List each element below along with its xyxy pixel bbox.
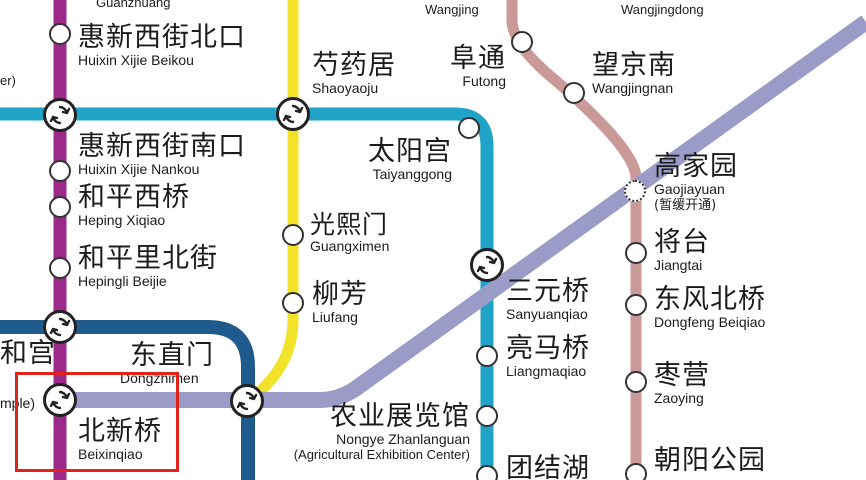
station-sanyuanqiao[interactable]: 三元桥 Sanyuanqiao [506,278,590,321]
station-marker[interactable] [49,23,71,45]
station-note: (Agricultural Exhibition Center) [293,447,470,462]
station-name-cn: 望京南 [592,50,676,81]
station-marker[interactable] [625,294,647,316]
station-marker-planned[interactable] [624,180,646,202]
transfer-icon[interactable] [470,248,504,282]
station-name-cn: 北新桥 [78,416,162,447]
station-hepingxiqiao[interactable]: 和平西桥 Heping Xiqiao [78,184,190,227]
station-marker[interactable] [625,371,647,393]
station-name-py: Huixin Xijie Nankou [78,161,200,177]
station-name-py: Huixin Xijie Beikou [78,52,194,68]
station-name-py: Zaoying [654,390,704,406]
station-yonghegong[interactable]: 和宫 [0,340,56,367]
station-shaoyaoju[interactable]: 芍药居 Shaoyaoju [312,52,396,95]
station-guangximen[interactable]: 光熙门 Guangximen [310,212,389,253]
station-marker[interactable] [563,82,585,104]
station-marker[interactable] [282,224,304,246]
station-label-wangjing: Wangjing [425,2,479,17]
station-name-cn: 惠新西街北口 [78,22,246,53]
station-jiangtai[interactable]: 将台 Jiangtai [654,229,710,272]
station-name-cn: 农业展览馆 [330,401,470,432]
station-hepinglibeijie[interactable]: 和平里北街 Hepingli Beijie [78,245,218,288]
station-name-cn: 芍药居 [312,50,396,81]
station-gaojiayuan[interactable]: 高家园 Gaojiayuan (暂缓开通) [654,153,738,212]
station-huixinxijie-beikou[interactable]: 惠新西街北口 Huixin Xijie Beikou [78,24,246,67]
station-huixinxijie-nankou[interactable]: 惠新西街南口 Huixin Xijie Nankou [78,133,246,176]
station-name-py: Shaoyaoju [312,80,379,96]
station-wangjingnan[interactable]: 望京南 Wangjingnan [592,52,676,95]
station-name-cn: 和平里北街 [78,243,218,274]
station-marker[interactable] [49,257,71,279]
station-marker[interactable] [476,405,498,427]
station-name-cn: 东风北桥 [654,284,766,315]
station-name-cn: 三元桥 [506,276,590,307]
station-name-cn: 东直门 [130,340,214,371]
station-zaoying[interactable]: 枣营 Zaoying [654,362,710,405]
station-name-py: Wangjingnan [592,80,674,96]
station-dongfengbeiqiao[interactable]: 东风北桥 Dongfeng Beiqiao [654,286,766,329]
line-13 [255,0,299,397]
station-name-py: Taiyanggong [372,166,452,182]
station-name-cn: 枣营 [654,360,710,391]
station-name-cn: 阜通 [450,43,506,74]
station-marker[interactable] [49,160,71,182]
highlight-box [15,372,179,472]
edge-label-left: er) [0,73,16,88]
station-name-py: Jiangtai [654,257,703,273]
station-name-py: Dongfeng Beiqiao [654,314,766,330]
station-name-cn: 高家园 [654,151,738,182]
station-chaoyanggongyuan[interactable]: 朝阳公园 [654,447,766,474]
station-name-cn: 惠新西街南口 [78,131,246,162]
transfer-icon[interactable] [43,310,77,344]
station-name-py: Heping Xiqiao [78,212,166,228]
station-futong[interactable]: 阜通 Futong [442,45,506,88]
station-name-cn: 将台 [654,227,710,258]
station-nongyezhanlanguan[interactable]: 农业展览馆 Nongye Zhanlanguan (Agricultural E… [290,403,470,461]
station-name-py: Liangmaqiao [506,363,587,379]
station-marker[interactable] [476,465,498,480]
station-name-cn: 光熙门 [310,210,389,239]
station-name-cn: 和平西桥 [78,182,190,213]
station-name-py: Hepingli Beijie [78,273,167,289]
station-name-py: Beixinqiao [78,446,143,462]
transfer-icon[interactable] [43,383,77,417]
station-marker[interactable] [476,345,498,367]
station-name-cn: 和宫 [0,338,56,369]
line-10 [0,107,494,480]
station-name-py: Futong [462,73,506,89]
station-note: (暂缓开通) [654,198,717,213]
station-beixinqiao[interactable]: 北新桥 Beixinqiao [78,418,162,461]
line-2 [0,320,255,480]
station-label-guanzhuang: Guanzhuang [96,0,171,10]
station-marker[interactable] [458,117,480,139]
station-name-cn: 团结湖 [506,453,590,480]
station-name-cn: 亮马桥 [506,333,590,364]
station-tuanjiehu[interactable]: 团结湖 [506,455,590,480]
station-marker[interactable] [625,463,647,480]
station-name-cn: 太阳宫 [368,136,452,167]
station-liufang[interactable]: 柳芳 Liufang [312,281,368,324]
station-marker[interactable] [625,242,647,264]
station-name-py: Gaojiayuan [654,181,725,197]
transfer-icon[interactable] [276,97,310,131]
station-marker[interactable] [49,196,71,218]
line-airport-express [60,15,866,408]
station-name-py: Liufang [312,309,358,325]
transfer-icon[interactable] [43,98,77,132]
station-name-cn: 朝阳公园 [654,445,766,476]
station-name-cn: 柳芳 [312,279,368,310]
transfer-icon[interactable] [230,384,264,418]
station-name-py: Guangximen [310,238,390,254]
station-name-py: Nongye Zhanlanguan [336,431,470,447]
station-taiyanggong[interactable]: 太阳宫 Taiyanggong [350,138,452,181]
station-label-wangjingdong: Wangjingdong [621,2,704,17]
station-name-py: Sanyuanqiao [506,306,588,322]
station-marker[interactable] [282,292,304,314]
station-marker[interactable] [511,31,533,53]
station-liangmaqiao[interactable]: 亮马桥 Liangmaqiao [506,335,590,378]
